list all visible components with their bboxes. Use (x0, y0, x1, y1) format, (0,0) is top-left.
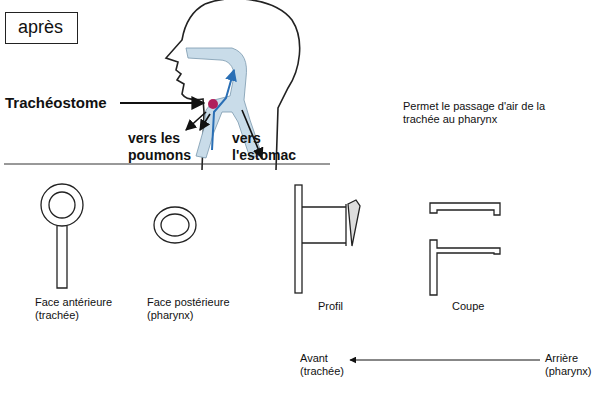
pointer-label: Trachéostome (5, 94, 107, 112)
flow-arrow (186, 112, 206, 130)
view-label: Face postérieure (pharynx) (147, 296, 247, 322)
view-label: Profil (318, 300, 343, 313)
box-label: après (18, 17, 63, 38)
flow-arrow (200, 114, 210, 130)
title-box: après (5, 12, 78, 44)
valve-dot (208, 99, 218, 109)
valve-section (430, 203, 500, 295)
flow-label: vers l'estomac (232, 130, 304, 164)
direction-arrow (350, 360, 540, 361)
valve-back-view (154, 207, 196, 243)
airflow-arrow (212, 70, 234, 150)
valve-side-view (295, 185, 360, 293)
direction-label: Arrière (pharynx) (545, 352, 597, 378)
view-label: Face antérieure (trachée) (35, 296, 127, 322)
flow-label: vers les poumons (128, 130, 202, 164)
baseline (4, 164, 330, 165)
note: Permet le passage d'air de la trachée au… (403, 100, 578, 126)
valve-front-view (41, 184, 83, 288)
pointer-arrow (120, 102, 204, 104)
direction-label: Avant (trachée) (300, 352, 348, 378)
view-label: Coupe (452, 300, 484, 313)
